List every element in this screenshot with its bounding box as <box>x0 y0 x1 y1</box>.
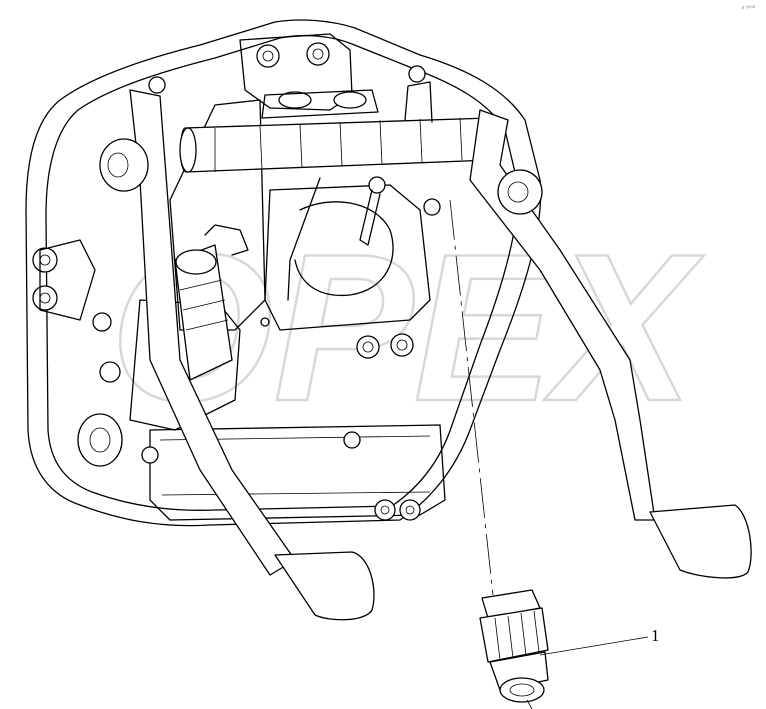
center-line <box>449 199 494 596</box>
corner-code: ᵖ ¹⁰⁰⁰ <box>742 5 756 12</box>
brake-pedal <box>469 109 752 579</box>
clutch-pedal <box>99 89 375 621</box>
bracket-housing <box>32 33 446 521</box>
callout-label: 1 <box>651 626 660 645</box>
callout-1: 1 <box>539 626 660 656</box>
callout-leader-line <box>539 636 649 656</box>
master-cylinder <box>77 224 249 467</box>
clutch-switch-connector <box>479 589 549 709</box>
